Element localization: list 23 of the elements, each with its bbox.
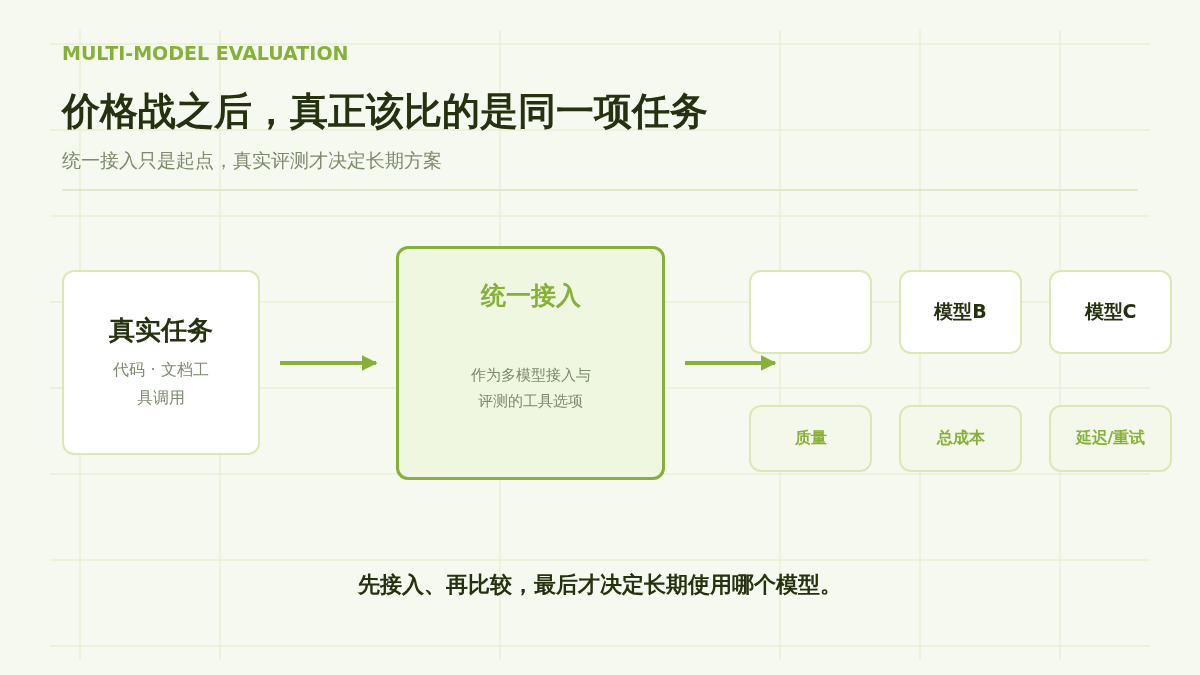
arrow xyxy=(280,355,378,371)
metric-card xyxy=(749,405,872,472)
empty-model-card xyxy=(749,270,872,354)
metric-card xyxy=(899,405,1022,472)
card-heading: 统一接入 xyxy=(480,280,581,312)
subtitle: 统一接入只是起点，真实评测才决定长期方案 xyxy=(62,148,442,173)
caption: 先接入、再比较，最后才决定长期使用哪个模型。 xyxy=(357,571,843,599)
card-body: 代码 · 文档工具调用 xyxy=(112,359,210,409)
title: 价格战之后，真正该比的是同一项任务 xyxy=(62,88,708,135)
metric-name: 延迟/重试 xyxy=(1075,428,1146,449)
model-card xyxy=(899,270,1022,354)
access-card xyxy=(396,246,665,480)
card-body: 作为多模型接入与评测的工具选项 xyxy=(469,365,592,412)
metric-name: 总成本 xyxy=(936,428,985,449)
model-name: 模型C xyxy=(1084,299,1137,324)
task-card xyxy=(62,270,260,455)
metric-name: 质量 xyxy=(794,428,827,449)
eyebrow-label: MULTI-MODEL EVALUATION xyxy=(62,42,349,64)
card-heading: 真实任务 xyxy=(109,314,213,347)
metric-card xyxy=(1049,405,1172,472)
model-card xyxy=(1049,270,1172,354)
arrow xyxy=(685,355,777,371)
model-name: 模型B xyxy=(934,299,987,324)
